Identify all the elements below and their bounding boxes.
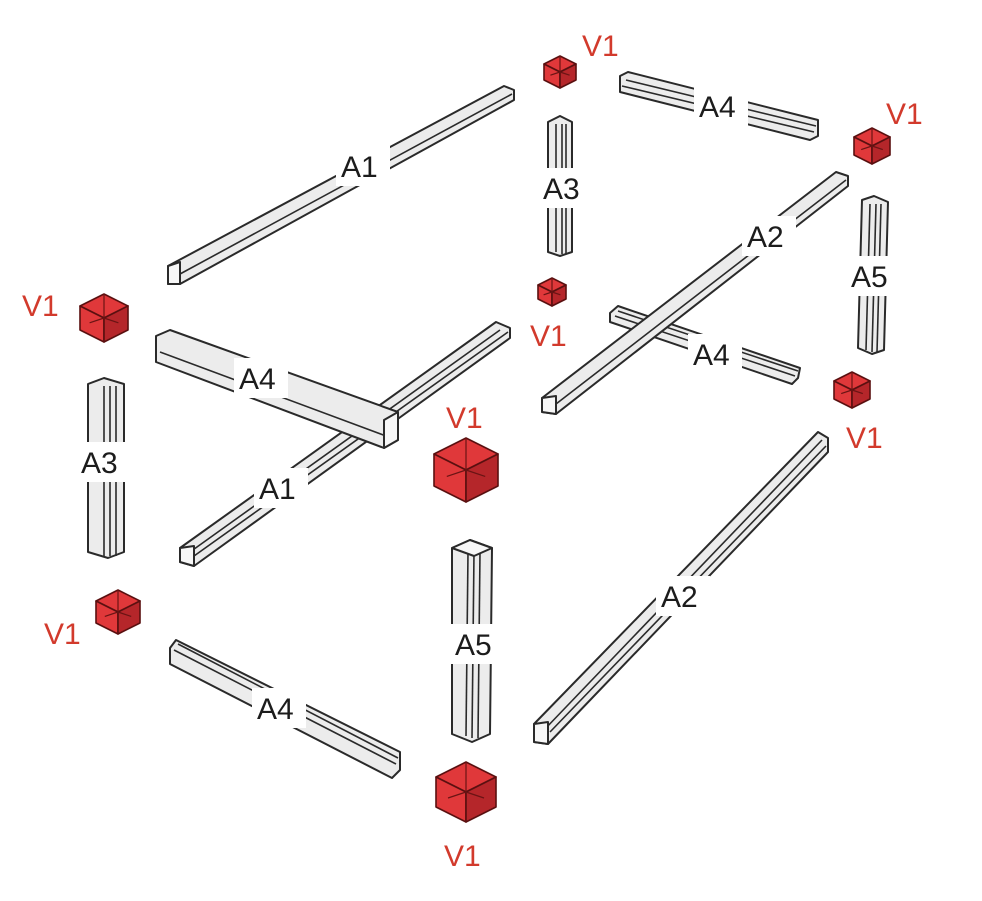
connector-face — [559, 63, 577, 89]
label-bg — [76, 442, 130, 482]
connector-edge — [543, 291, 553, 296]
bar-label-a4-top: A4 — [699, 91, 736, 124]
label-bg — [252, 688, 306, 728]
connector-edge — [446, 469, 467, 477]
connector-face — [465, 453, 499, 503]
connector-edge — [871, 145, 883, 151]
connector-edge — [851, 389, 863, 395]
connector-edge — [861, 145, 873, 151]
connector-edge — [841, 389, 853, 395]
bar-labels: A1 A1 A2 A2 A3 A3 A4 A4 A4 A4 A5 A5 — [76, 86, 900, 728]
connector-v1-front-bottom — [435, 761, 497, 823]
connector-face — [465, 776, 497, 823]
connector-edge — [559, 71, 570, 76]
connector-label-v1-front-bottom: V1 — [444, 840, 481, 873]
label-bg — [254, 468, 308, 508]
label-bg — [742, 216, 796, 256]
bar-label-a1-mid: A1 — [259, 473, 296, 506]
connector-face — [103, 305, 129, 343]
connector-label-v1-left-upper: V1 — [22, 290, 59, 323]
connector-v1-left-upper — [79, 293, 129, 343]
connector-label-v1-left-lower: V1 — [44, 618, 81, 651]
connector-v1-left-lower — [95, 589, 141, 635]
bar-label-a3-left: A3 — [81, 447, 118, 480]
label-bg — [694, 86, 748, 126]
connector-edge — [104, 611, 119, 617]
label-bg — [688, 334, 742, 374]
connector-face — [551, 284, 567, 307]
connector-edge — [551, 291, 561, 296]
bar-label-a2-bottom: A2 — [661, 581, 698, 614]
connector-label-v1-right-lower: V1 — [846, 422, 883, 455]
label-bg — [656, 576, 710, 616]
connector-label-v1-front-top: V1 — [446, 402, 483, 435]
label-bg — [234, 358, 288, 398]
bar-label-a5-front: A5 — [455, 629, 492, 662]
connector-v1-top-back — [543, 55, 577, 89]
connector-label-v1-top-right: V1 — [886, 98, 923, 131]
label-bg — [538, 168, 592, 208]
connector-edge — [550, 71, 561, 76]
connector-v1-front-top — [433, 437, 499, 503]
bar-label-a4-back: A4 — [693, 339, 730, 372]
connector-label-v1-top-back: V1 — [582, 30, 619, 63]
connector-face — [851, 380, 871, 409]
connector-labels: V1 V1 V1 V1 V1 V1 V1 V1 — [22, 30, 923, 873]
connector-edge — [117, 611, 132, 617]
bar-label-a4-bottom: A4 — [257, 693, 294, 726]
bar-label-a1-top: A1 — [341, 151, 378, 184]
bar-label-a3-back: A3 — [543, 173, 580, 206]
connector-edge — [89, 317, 105, 324]
connector-v1-right-lower — [833, 371, 871, 409]
connector-edge — [465, 469, 486, 477]
connector-face — [117, 600, 141, 635]
connector-face — [871, 136, 891, 165]
connector-v1-top-right — [853, 127, 891, 165]
connector-v1-back-lower — [537, 277, 567, 307]
label-bg — [336, 146, 390, 186]
label-bg — [846, 256, 900, 296]
bar-a2-mid — [541, 171, 849, 415]
label-bg — [450, 624, 504, 664]
connector-edge — [447, 791, 467, 799]
connector-edge — [465, 791, 485, 799]
bar-label-a5-right: A5 — [851, 261, 888, 294]
connector-edge — [103, 317, 119, 324]
connector-label-v1-back-lower: V1 — [530, 320, 567, 353]
bar-label-a2-mid: A2 — [747, 221, 784, 254]
bar-label-a4-left: A4 — [239, 363, 276, 396]
